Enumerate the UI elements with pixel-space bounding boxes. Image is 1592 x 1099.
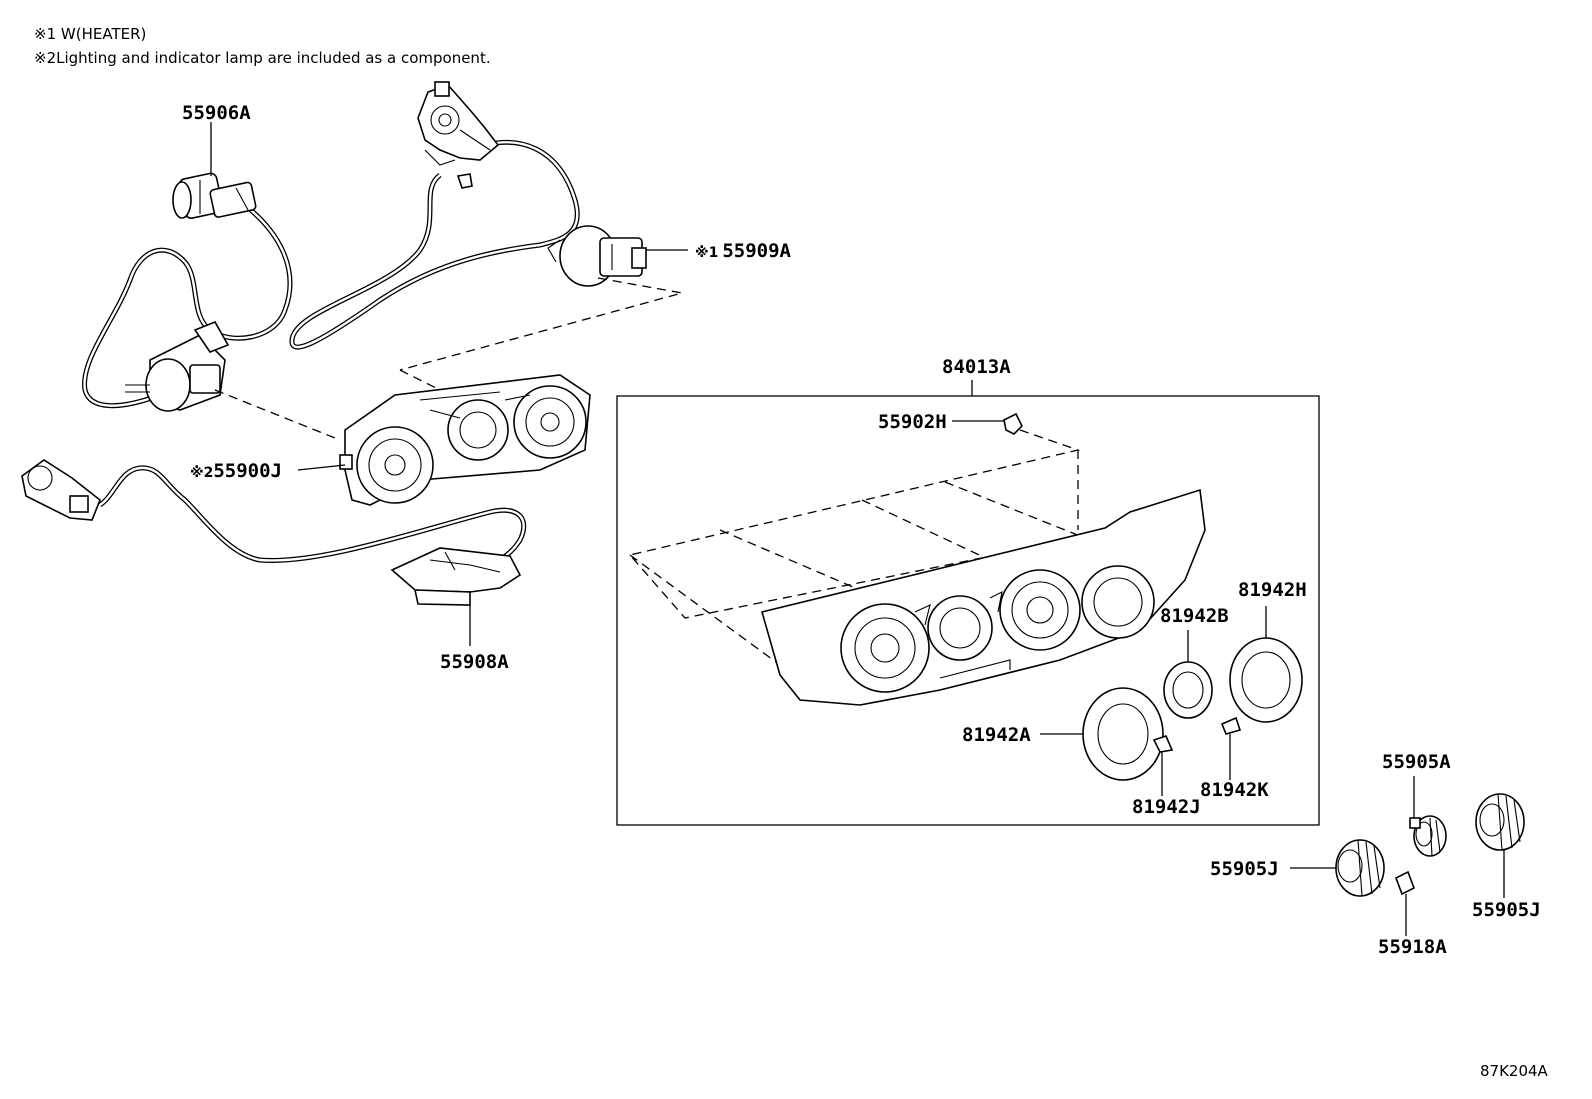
part-55918a-pin xyxy=(1394,870,1416,896)
callout-81942k: 81942K xyxy=(1200,779,1269,801)
part-81942a-ring xyxy=(1082,687,1164,781)
note-1: ※1 W(HEATER) xyxy=(34,25,146,43)
callout-55905a: 55905A xyxy=(1382,751,1451,773)
callout-55906a: 55906A xyxy=(182,102,251,124)
part-81942j-tab xyxy=(1152,735,1174,753)
part-81942h-ring xyxy=(1229,637,1303,723)
callout-55905j-left: 55905J xyxy=(1210,858,1279,880)
part-bezel-panel xyxy=(761,488,1206,706)
part-55908a-lever xyxy=(390,547,522,606)
part-55909a-connector xyxy=(547,225,647,287)
callout-55918a: 55918A xyxy=(1378,936,1447,958)
cable-actuator-left xyxy=(125,320,230,412)
part-55900j-control-unit xyxy=(339,374,591,506)
callout-81942j: 81942J xyxy=(1132,796,1201,818)
callout-55905j-right: 55905J xyxy=(1472,899,1541,921)
cable-connector-lower xyxy=(21,459,101,521)
callout-81942h: 81942H xyxy=(1238,579,1307,601)
part-55905a-knob xyxy=(1409,815,1447,857)
diagram-code: 87K204A xyxy=(1480,1062,1549,1080)
assembly-84013a-box xyxy=(616,395,1320,826)
callout-55908a: 55908A xyxy=(440,651,509,673)
part-55905j-knob-right xyxy=(1475,793,1525,851)
note-2: ※2Lighting and indicator lamp are includ… xyxy=(34,49,491,67)
control-cables xyxy=(82,139,580,578)
part-81942k-tab xyxy=(1220,716,1242,735)
callout-55900j: ※255900J xyxy=(190,460,282,482)
part-55902h-clip xyxy=(1003,412,1023,435)
callout-55902h: 55902H xyxy=(878,411,947,433)
callout-81942a: 81942A xyxy=(962,724,1031,746)
part-81942b-ring xyxy=(1163,661,1213,719)
cable-bracket-top xyxy=(417,81,500,189)
callout-81942b: 81942B xyxy=(1160,605,1229,627)
part-55905j-knob-left xyxy=(1335,839,1385,897)
callout-84013a: 84013A xyxy=(942,356,1011,378)
exploded-guide-lines xyxy=(628,429,1121,666)
part-55906a-cable-end xyxy=(172,172,257,219)
